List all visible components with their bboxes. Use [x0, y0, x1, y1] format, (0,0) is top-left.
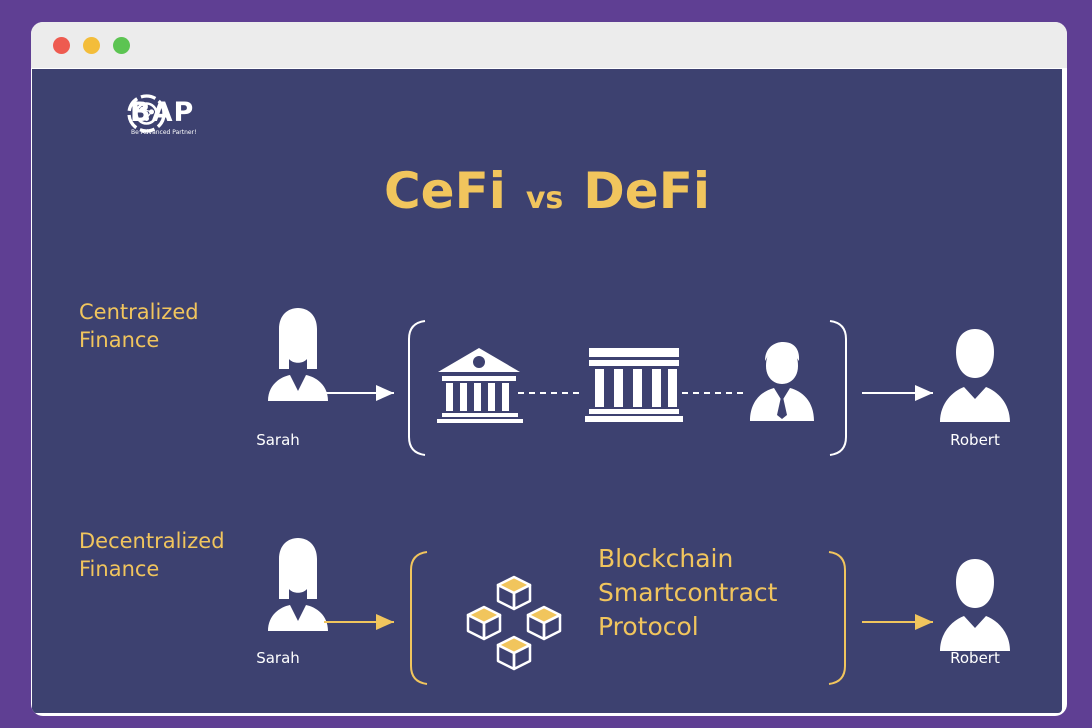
cefi-label-line2: Finance — [79, 328, 160, 352]
smartcontract-line: Smartcontract — [598, 578, 778, 607]
banker-icon — [750, 342, 814, 421]
maximize-window-button[interactable] — [113, 37, 130, 54]
cefi-bracket-right — [829, 320, 847, 456]
title-cefi: CeFi — [383, 162, 506, 220]
defi-label-line1: Decentralized — [79, 529, 225, 553]
institution-building-icon — [585, 348, 683, 422]
blockchain-line: Blockchain — [598, 544, 734, 573]
blockchain-text: Blockchain Smartcontract Protocol — [598, 542, 777, 644]
cefi-section-label: Centralized Finance — [79, 298, 199, 354]
cefi-sender-label: Sarah — [256, 431, 300, 449]
cefi-robert-icon — [940, 329, 1010, 422]
defi-bracket-left — [410, 551, 428, 685]
bank-icon — [437, 348, 523, 423]
cefi-receiver-label: Robert — [950, 431, 1000, 449]
defi-robert-icon — [940, 559, 1010, 651]
defi-receiver-label: Robert — [950, 649, 1000, 667]
blockchain-icon — [466, 575, 562, 671]
cefi-sarah-icon — [268, 308, 328, 401]
defi-section-label: Decentralized Finance — [79, 527, 225, 583]
protocol-line: Protocol — [598, 612, 699, 641]
defi-sender-label: Sarah — [256, 649, 300, 667]
title-vs: vs — [525, 181, 564, 216]
title-defi: DeFi — [583, 162, 711, 220]
bap-logo-icon — [127, 94, 166, 133]
logo-tagline: Be Advanced Partner! — [131, 129, 197, 136]
close-window-button[interactable] — [53, 37, 70, 54]
logo-wordmark: BAP — [130, 97, 195, 128]
cefi-label-line1: Centralized — [79, 300, 199, 324]
defi-bracket-right — [828, 551, 846, 685]
window-titlebar — [31, 22, 1067, 68]
defi-sarah-icon — [268, 538, 328, 631]
diagram-graphics — [268, 308, 1010, 685]
defi-label-line2: Finance — [79, 557, 160, 581]
minimize-window-button[interactable] — [83, 37, 100, 54]
cefi-bracket-left — [408, 320, 426, 456]
